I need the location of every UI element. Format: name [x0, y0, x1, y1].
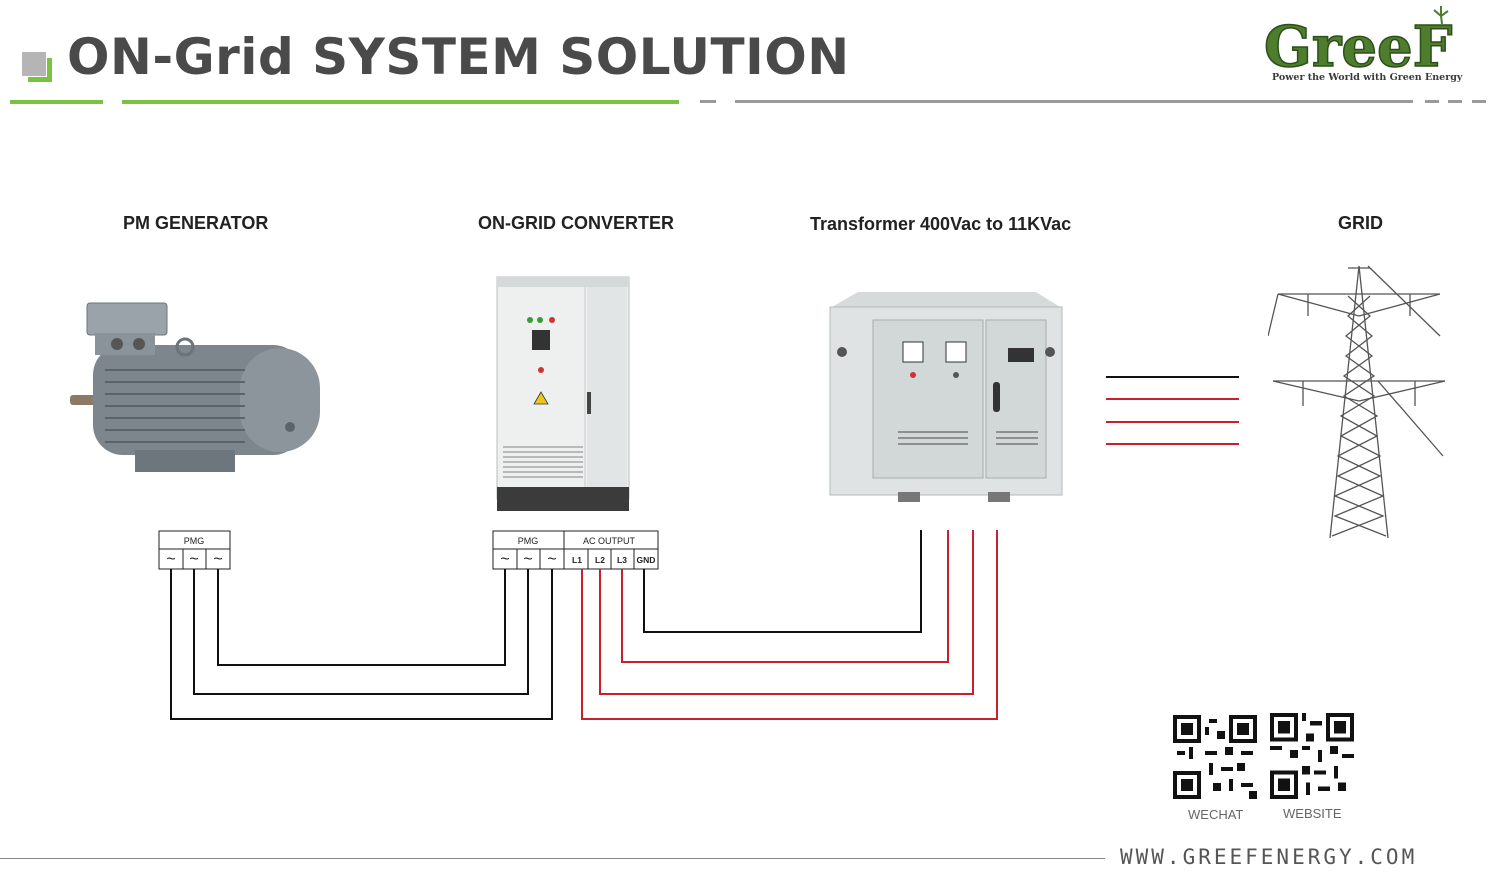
converter-pmg-cell: ~: [500, 551, 509, 568]
qr-code-icon: [1270, 713, 1354, 799]
converter-pmg-cell: ~: [523, 551, 532, 568]
grid-lines: [1106, 376, 1239, 445]
logo-tagline: Power the World with Green Energy: [1272, 72, 1463, 83]
converter-cabinet-icon: [495, 272, 635, 512]
grid-label: GRID: [1338, 213, 1383, 233]
pmg-cable-2: [193, 569, 529, 695]
pmg-cable-1: [170, 569, 553, 720]
page-title: ON-Grid SYSTEM SOLUTION: [67, 28, 850, 86]
wechat-label: WECHAT: [1188, 807, 1244, 822]
generator-terminal-header: PMG: [184, 536, 205, 546]
pmg-cables: [170, 569, 553, 720]
website-qr-code[interactable]: [1270, 713, 1354, 799]
converter-terminal-block: PMG ~ ~ ~ AC OUTPUT L1 L2 L3 GND: [492, 530, 659, 570]
converter-label: ON-GRID CONVERTER: [478, 213, 675, 233]
ac-output-cables: [581, 530, 998, 720]
gnd-cable: [643, 530, 922, 633]
footer-url[interactable]: WWW.GREEFENERGY.COM: [1120, 845, 1418, 869]
brand-logo: GreeF Power the World with Green Energy: [1262, 4, 1492, 88]
svg-text:GreeF: GreeF: [1264, 14, 1453, 80]
pm-generator-icon: [65, 300, 325, 475]
output-cell-l1: L1: [572, 555, 582, 565]
footer-rule: [0, 858, 1105, 859]
l1-cable: [581, 530, 998, 720]
generator-label: PM GENERATOR: [123, 213, 269, 233]
generator-terminal-cell: ~: [166, 551, 175, 568]
output-cell-gnd: GND: [637, 555, 656, 565]
logo-mark-icon: GreeF: [1263, 6, 1453, 81]
qr-code-icon: [1173, 715, 1257, 799]
header-rule: [0, 98, 1500, 106]
wechat-qr-code[interactable]: [1173, 715, 1257, 799]
transmission-tower-icon: [1267, 256, 1450, 546]
website-label: WEBSITE: [1283, 806, 1342, 821]
pmg-cable-3: [217, 569, 506, 666]
transformer-icon: [828, 282, 1064, 504]
ac-output-header: AC OUTPUT: [583, 536, 636, 546]
generator-terminal-cell: ~: [189, 551, 198, 568]
transformer-label: Transformer 400Vac to 11KVac: [810, 214, 1072, 234]
converter-pmg-header: PMG: [518, 536, 539, 546]
generator-terminal-block: PMG ~ ~ ~: [158, 530, 231, 570]
output-cell-l2: L2: [595, 555, 605, 565]
generator-terminal-cell: ~: [213, 551, 222, 568]
converter-pmg-cell: ~: [547, 551, 556, 568]
l2-cable: [599, 530, 974, 695]
l3-cable: [621, 530, 949, 663]
title-bullet-icon: [22, 52, 52, 82]
output-cell-l3: L3: [617, 555, 627, 565]
